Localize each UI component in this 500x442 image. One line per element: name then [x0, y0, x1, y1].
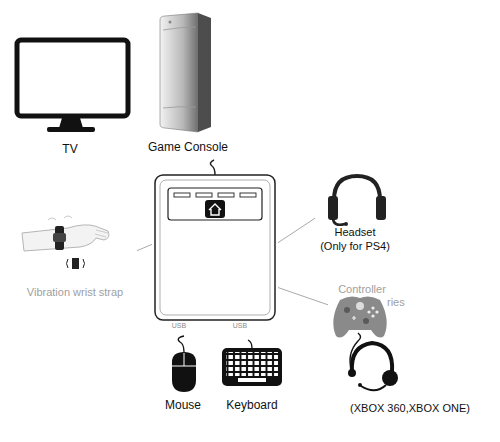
connector-line: [278, 288, 328, 305]
device-node: (XBOX 360,XBOX ONE): [340, 348, 480, 418]
device-label: USB: [233, 322, 247, 330]
connector-line: [278, 218, 315, 243]
controller-icon: [333, 296, 386, 337]
xbox-headset-icon: [348, 333, 398, 390]
tv-icon: [17, 40, 128, 132]
ps4-headset-icon: [328, 176, 386, 226]
device-node: USB USB: [152, 168, 278, 334]
connector-line: [137, 244, 152, 250]
device-node: Keyboard: [218, 340, 288, 416]
device-node: Mouse: [158, 336, 208, 416]
device-label: Controller: [338, 283, 386, 296]
device-label: (Only for PS4): [320, 240, 390, 253]
device-node: Controller: [328, 280, 392, 342]
device-label: Mouse: [165, 399, 201, 413]
device-label: Keyboard: [226, 399, 277, 413]
device-label: Headset: [335, 226, 376, 239]
device-label: USB: [172, 322, 186, 330]
device-label: TV: [62, 143, 77, 157]
device-node: Headset(Only for PS4): [315, 172, 400, 256]
device-node: Game Console: [146, 12, 230, 157]
device-label: (XBOX 360,XBOX ONE): [350, 402, 470, 415]
wrist-strap-icon: [22, 216, 109, 269]
device-label: Game Console: [148, 141, 228, 155]
keyboard-icon: [222, 340, 282, 386]
label-text: ries: [387, 296, 405, 309]
device-node: Vibration wrist strap: [10, 215, 137, 300]
mouse-icon: [172, 336, 196, 392]
console-icon: [160, 13, 211, 132]
adapter-device: [155, 160, 275, 320]
device-node: TV: [12, 35, 134, 163]
device-label: Vibration wrist strap: [27, 286, 123, 299]
